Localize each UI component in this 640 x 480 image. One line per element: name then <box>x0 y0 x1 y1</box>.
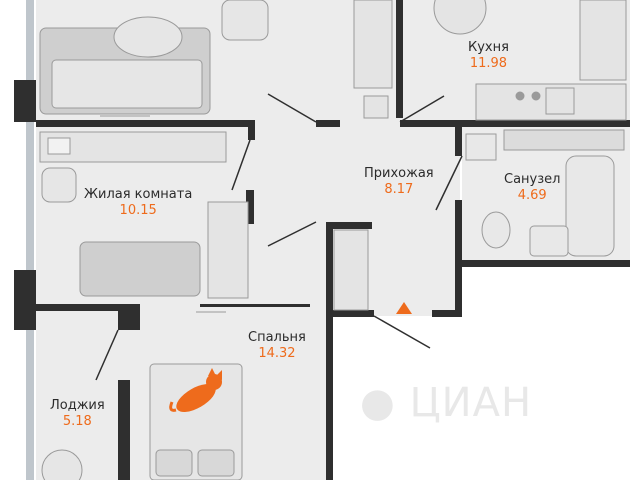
room-hall: Прихожая 8.17 <box>364 166 434 199</box>
walls <box>14 0 630 480</box>
kitchen-furniture <box>433 0 627 121</box>
room-name: Санузел <box>504 172 561 187</box>
loggia-table <box>41 449 83 480</box>
room-area: 10.15 <box>119 203 157 219</box>
room-area: 8.17 <box>384 182 414 198</box>
sofa-top <box>39 0 269 117</box>
entrance-triangle-icon <box>396 302 412 314</box>
room-loggia: Лоджия 5.18 <box>50 398 105 431</box>
room-name: Лоджия <box>50 398 105 413</box>
room-area: 14.32 <box>258 346 296 362</box>
room-name: Жилая комната <box>84 187 193 202</box>
wardrobe-top <box>353 0 393 119</box>
bedroom-bed <box>149 311 243 480</box>
room-area: 5.18 <box>62 414 92 430</box>
room-living: Жилая комната 10.15 <box>84 187 192 220</box>
bathroom-fixtures <box>465 129 625 257</box>
living-furniture <box>39 131 249 299</box>
room-area: 11.98 <box>469 56 508 72</box>
room-area: 4.69 <box>517 188 547 204</box>
cian-watermark-logo: ● ЦИАН <box>360 380 533 426</box>
cat-icon <box>169 368 222 412</box>
hall-wardrobe <box>333 229 369 311</box>
room-bedroom: Спальня 14.32 <box>248 330 306 363</box>
room-name: Прихожая <box>364 166 434 181</box>
room-bathroom: Санузел 4.69 <box>504 172 560 205</box>
room-kitchen: Кухня 11.98 <box>468 40 509 73</box>
door-lines <box>95 93 463 381</box>
room-name: Кухня <box>468 40 509 55</box>
room-name: Спальня <box>248 330 306 345</box>
